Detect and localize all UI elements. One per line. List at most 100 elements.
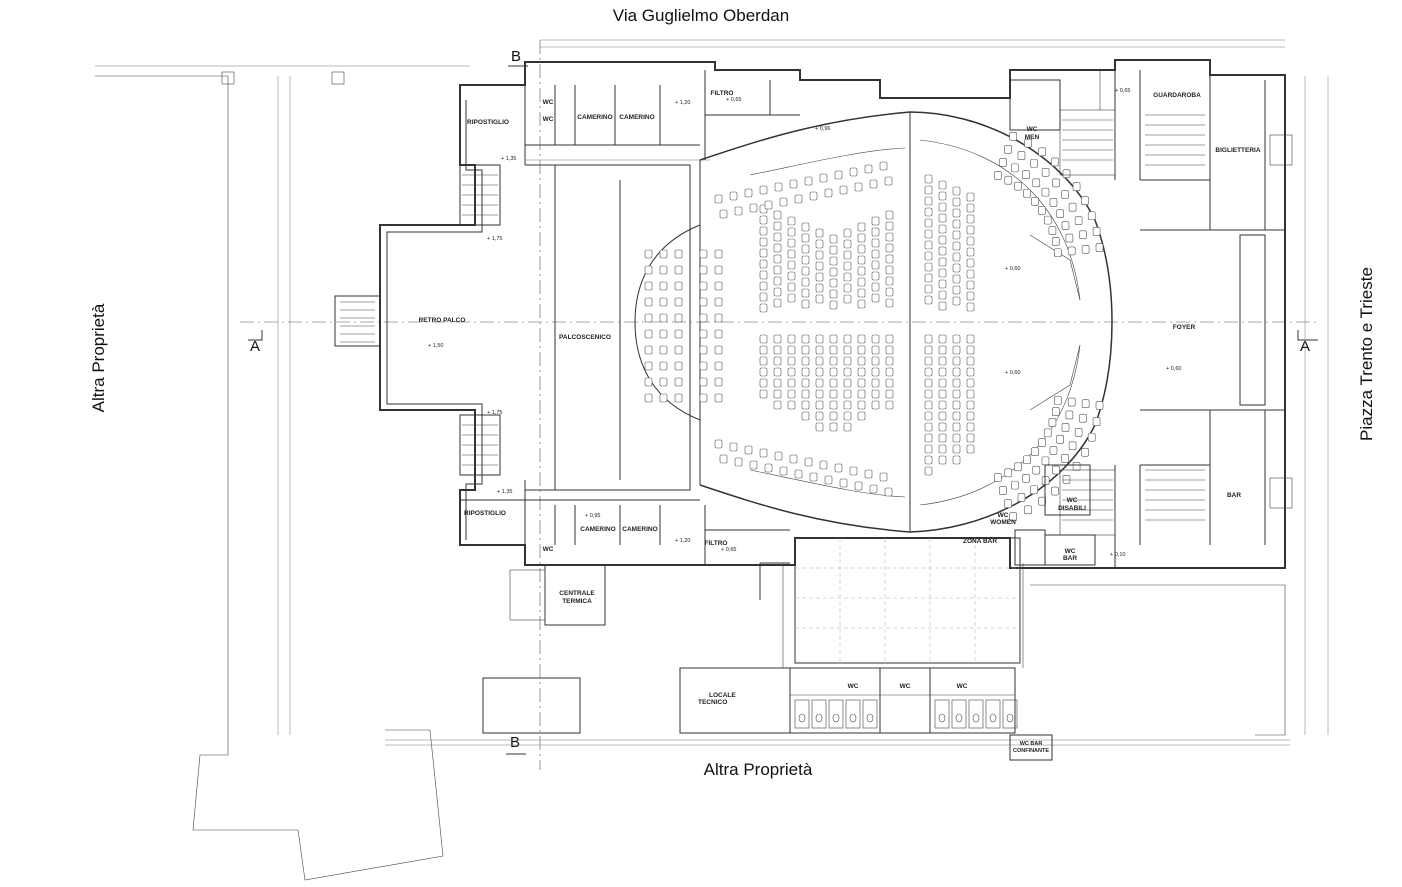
seat xyxy=(674,297,683,307)
seat xyxy=(801,345,810,355)
seat xyxy=(1038,496,1046,506)
room-camerino-bottom-2: CAMERINO xyxy=(622,526,657,533)
seat xyxy=(952,186,961,196)
room-camerino-top-2: CAMERINO xyxy=(619,114,654,121)
seat xyxy=(843,334,852,344)
seat xyxy=(659,297,668,307)
seat xyxy=(885,389,894,399)
seat xyxy=(938,455,947,465)
seat xyxy=(773,389,782,399)
seat xyxy=(815,378,824,388)
seat xyxy=(843,272,852,282)
seat xyxy=(952,274,961,284)
seat xyxy=(644,329,653,339)
seat xyxy=(843,294,852,304)
seat xyxy=(871,271,880,281)
seat xyxy=(714,281,723,291)
seat xyxy=(714,345,723,355)
seat xyxy=(829,400,838,410)
seat xyxy=(1017,493,1026,502)
seat xyxy=(966,280,975,290)
seat xyxy=(938,257,947,267)
room-wc-block-2: WC xyxy=(900,683,911,690)
room-wc-block-3: WC xyxy=(957,683,968,690)
seat xyxy=(843,389,852,399)
seat xyxy=(1030,158,1038,168)
room-ripostiglio-top: RIPOSTIGLIO xyxy=(467,119,509,126)
seat xyxy=(864,164,873,174)
seat xyxy=(829,289,838,299)
seat xyxy=(829,256,838,266)
seat xyxy=(1072,462,1081,471)
seat xyxy=(938,290,947,300)
room-locale-tecnico-line1: LOCALE xyxy=(709,692,736,699)
seat xyxy=(952,444,961,454)
seat xyxy=(1024,138,1032,148)
seat xyxy=(843,283,852,293)
seat xyxy=(699,249,708,259)
toilet-icon xyxy=(955,713,963,723)
seat xyxy=(952,400,961,410)
seat xyxy=(815,272,824,282)
seat xyxy=(1061,454,1069,463)
seat xyxy=(699,345,708,355)
seat xyxy=(773,243,782,253)
seat xyxy=(829,267,838,277)
seat xyxy=(734,457,743,467)
seat xyxy=(885,345,894,355)
seat xyxy=(801,288,810,298)
seat xyxy=(952,208,961,218)
level-marker: + 1,20 xyxy=(675,100,690,106)
seat xyxy=(924,444,933,454)
seat xyxy=(884,176,893,186)
seat xyxy=(801,244,810,254)
level-marker: + 1,75 xyxy=(487,236,502,242)
seat xyxy=(1014,181,1022,191)
seat xyxy=(744,445,753,455)
seat xyxy=(714,329,723,339)
seat xyxy=(857,356,866,366)
level-marker: + 0,60 xyxy=(1005,370,1020,376)
seat xyxy=(1024,505,1032,515)
seat xyxy=(952,422,961,432)
room-wc-disabili-line2: DISABILI xyxy=(1058,505,1086,512)
seat xyxy=(843,345,852,355)
seat xyxy=(714,439,723,449)
seat xyxy=(1081,244,1090,254)
seat xyxy=(759,356,768,366)
room-wc-disabili-line1: WC xyxy=(1067,497,1078,504)
street-label-bottom: Altra Proprietà xyxy=(704,760,813,779)
seat xyxy=(966,367,975,377)
seat xyxy=(734,206,743,216)
seat xyxy=(644,345,653,355)
seat xyxy=(779,466,788,476)
seat xyxy=(773,210,782,220)
seat xyxy=(829,278,838,288)
seat xyxy=(815,294,824,304)
seat xyxy=(644,313,653,323)
seat xyxy=(843,228,852,238)
seat xyxy=(938,389,947,399)
seat xyxy=(759,259,768,269)
seat xyxy=(1072,182,1081,191)
seat xyxy=(994,473,1002,482)
seat xyxy=(924,229,933,239)
seat xyxy=(871,293,880,303)
seat xyxy=(885,378,894,388)
seat xyxy=(869,484,878,494)
seat xyxy=(714,194,723,204)
seat xyxy=(966,356,975,366)
seat xyxy=(885,232,894,242)
seat xyxy=(871,216,880,226)
seat xyxy=(659,377,668,387)
seat xyxy=(729,442,738,452)
seat xyxy=(801,400,810,410)
seat xyxy=(1017,151,1026,160)
seat xyxy=(1043,428,1052,438)
seat xyxy=(714,361,723,371)
seat xyxy=(719,454,728,464)
seat xyxy=(966,291,975,301)
seat xyxy=(952,455,961,465)
seat xyxy=(714,297,723,307)
seat xyxy=(924,378,933,388)
